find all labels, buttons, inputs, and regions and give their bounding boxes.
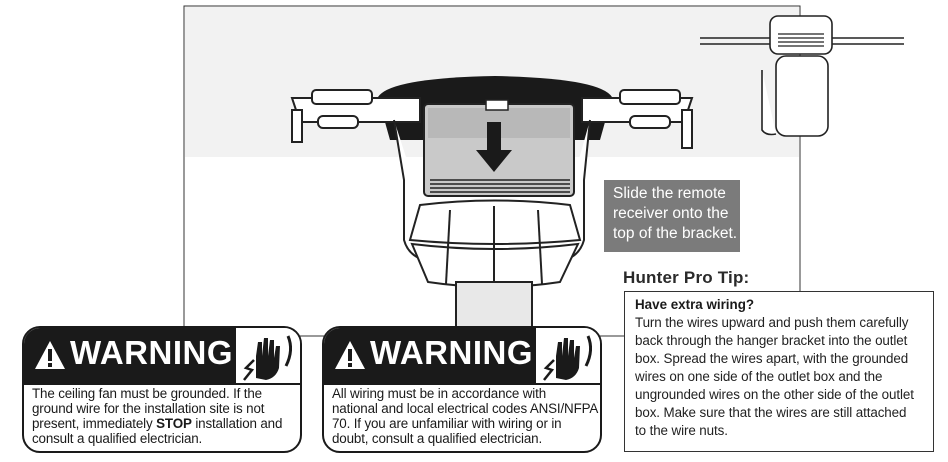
warning-message: The ceiling fan must be grounded. If the… xyxy=(32,386,294,446)
warning-title: WARNING xyxy=(370,334,533,371)
warning-header: WARNING xyxy=(24,328,234,385)
callout-line: top of the bracket. xyxy=(613,225,738,242)
warning-line: consult a qualified electrician. xyxy=(32,431,203,446)
pro-tip-body: Turn the wires upward and push them care… xyxy=(635,314,925,440)
electric-shock-hand-icon xyxy=(534,328,600,385)
down-arrow-icon xyxy=(476,122,512,172)
pro-tip-question: Have extra wiring? xyxy=(635,297,755,312)
warning-triangle-icon xyxy=(335,341,365,369)
warning-panel-grounding: WARNING The ceiling fan must be grounded… xyxy=(22,326,302,453)
instruction-callout: Slide the remote receiver onto the top o… xyxy=(604,180,740,252)
warning-stop-emphasis: STOP xyxy=(156,416,192,431)
warning-line: All wiring must be in accordance with xyxy=(332,386,547,401)
warning-line-part: present, immediately xyxy=(32,416,157,431)
warning-panel-wiring-codes: WARNING All wiring must be in accordance… xyxy=(322,326,602,453)
pro-tip-line: to the wire nuts. xyxy=(635,423,728,438)
warning-line-part: installation and xyxy=(191,416,283,431)
receiver-inset xyxy=(700,15,904,137)
warning-line: ground wire for the installation site is… xyxy=(32,401,265,416)
warning-message: All wiring must be in accordance with na… xyxy=(332,386,599,446)
pro-tip-line: box. Make sure that the wires are still … xyxy=(635,405,907,420)
pro-tip-heading: Hunter Pro Tip: xyxy=(623,268,750,287)
pro-tip-box: Have extra wiring? Turn the wires upward… xyxy=(624,291,934,452)
pro-tip-line: back through the hanger bracket into the… xyxy=(635,333,908,348)
warning-line: national and local electrical codes ANSI… xyxy=(332,401,599,416)
warning-header: WARNING xyxy=(324,328,534,385)
warning-line: 70. If you are unfamiliar with wiring or… xyxy=(332,416,562,431)
callout-line: Slide the remote xyxy=(613,185,726,202)
electric-shock-hand-icon xyxy=(234,328,300,385)
pro-tip-line: wires on one side of the outlet box and … xyxy=(635,369,883,384)
warning-line: doubt, consult a qualified electrician. xyxy=(332,431,543,446)
pro-tip-line: ungrounded wires on the other side of th… xyxy=(635,387,914,402)
pro-tip-line: Turn the wires upward and push them care… xyxy=(635,315,909,330)
pro-tip-line: box. Spread the wires apart, with the gr… xyxy=(635,351,909,366)
warning-title: WARNING xyxy=(70,334,233,371)
warning-line: The ceiling fan must be grounded. If the xyxy=(32,386,262,401)
warning-line: present, immediately STOP installation a… xyxy=(32,416,294,431)
warning-triangle-icon xyxy=(35,341,65,369)
callout-line: receiver onto the xyxy=(613,205,729,222)
